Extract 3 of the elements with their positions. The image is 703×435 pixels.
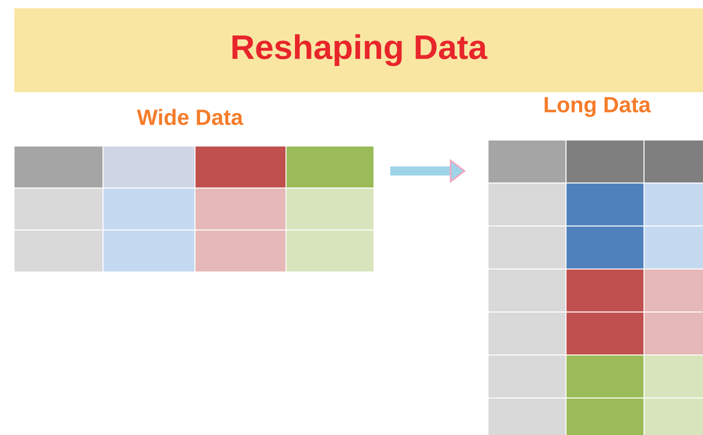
table-heading: Wide Data [136,108,244,126]
title-banner: Reshaping Data [14,8,703,92]
table-heading: Long Data [544,97,651,117]
